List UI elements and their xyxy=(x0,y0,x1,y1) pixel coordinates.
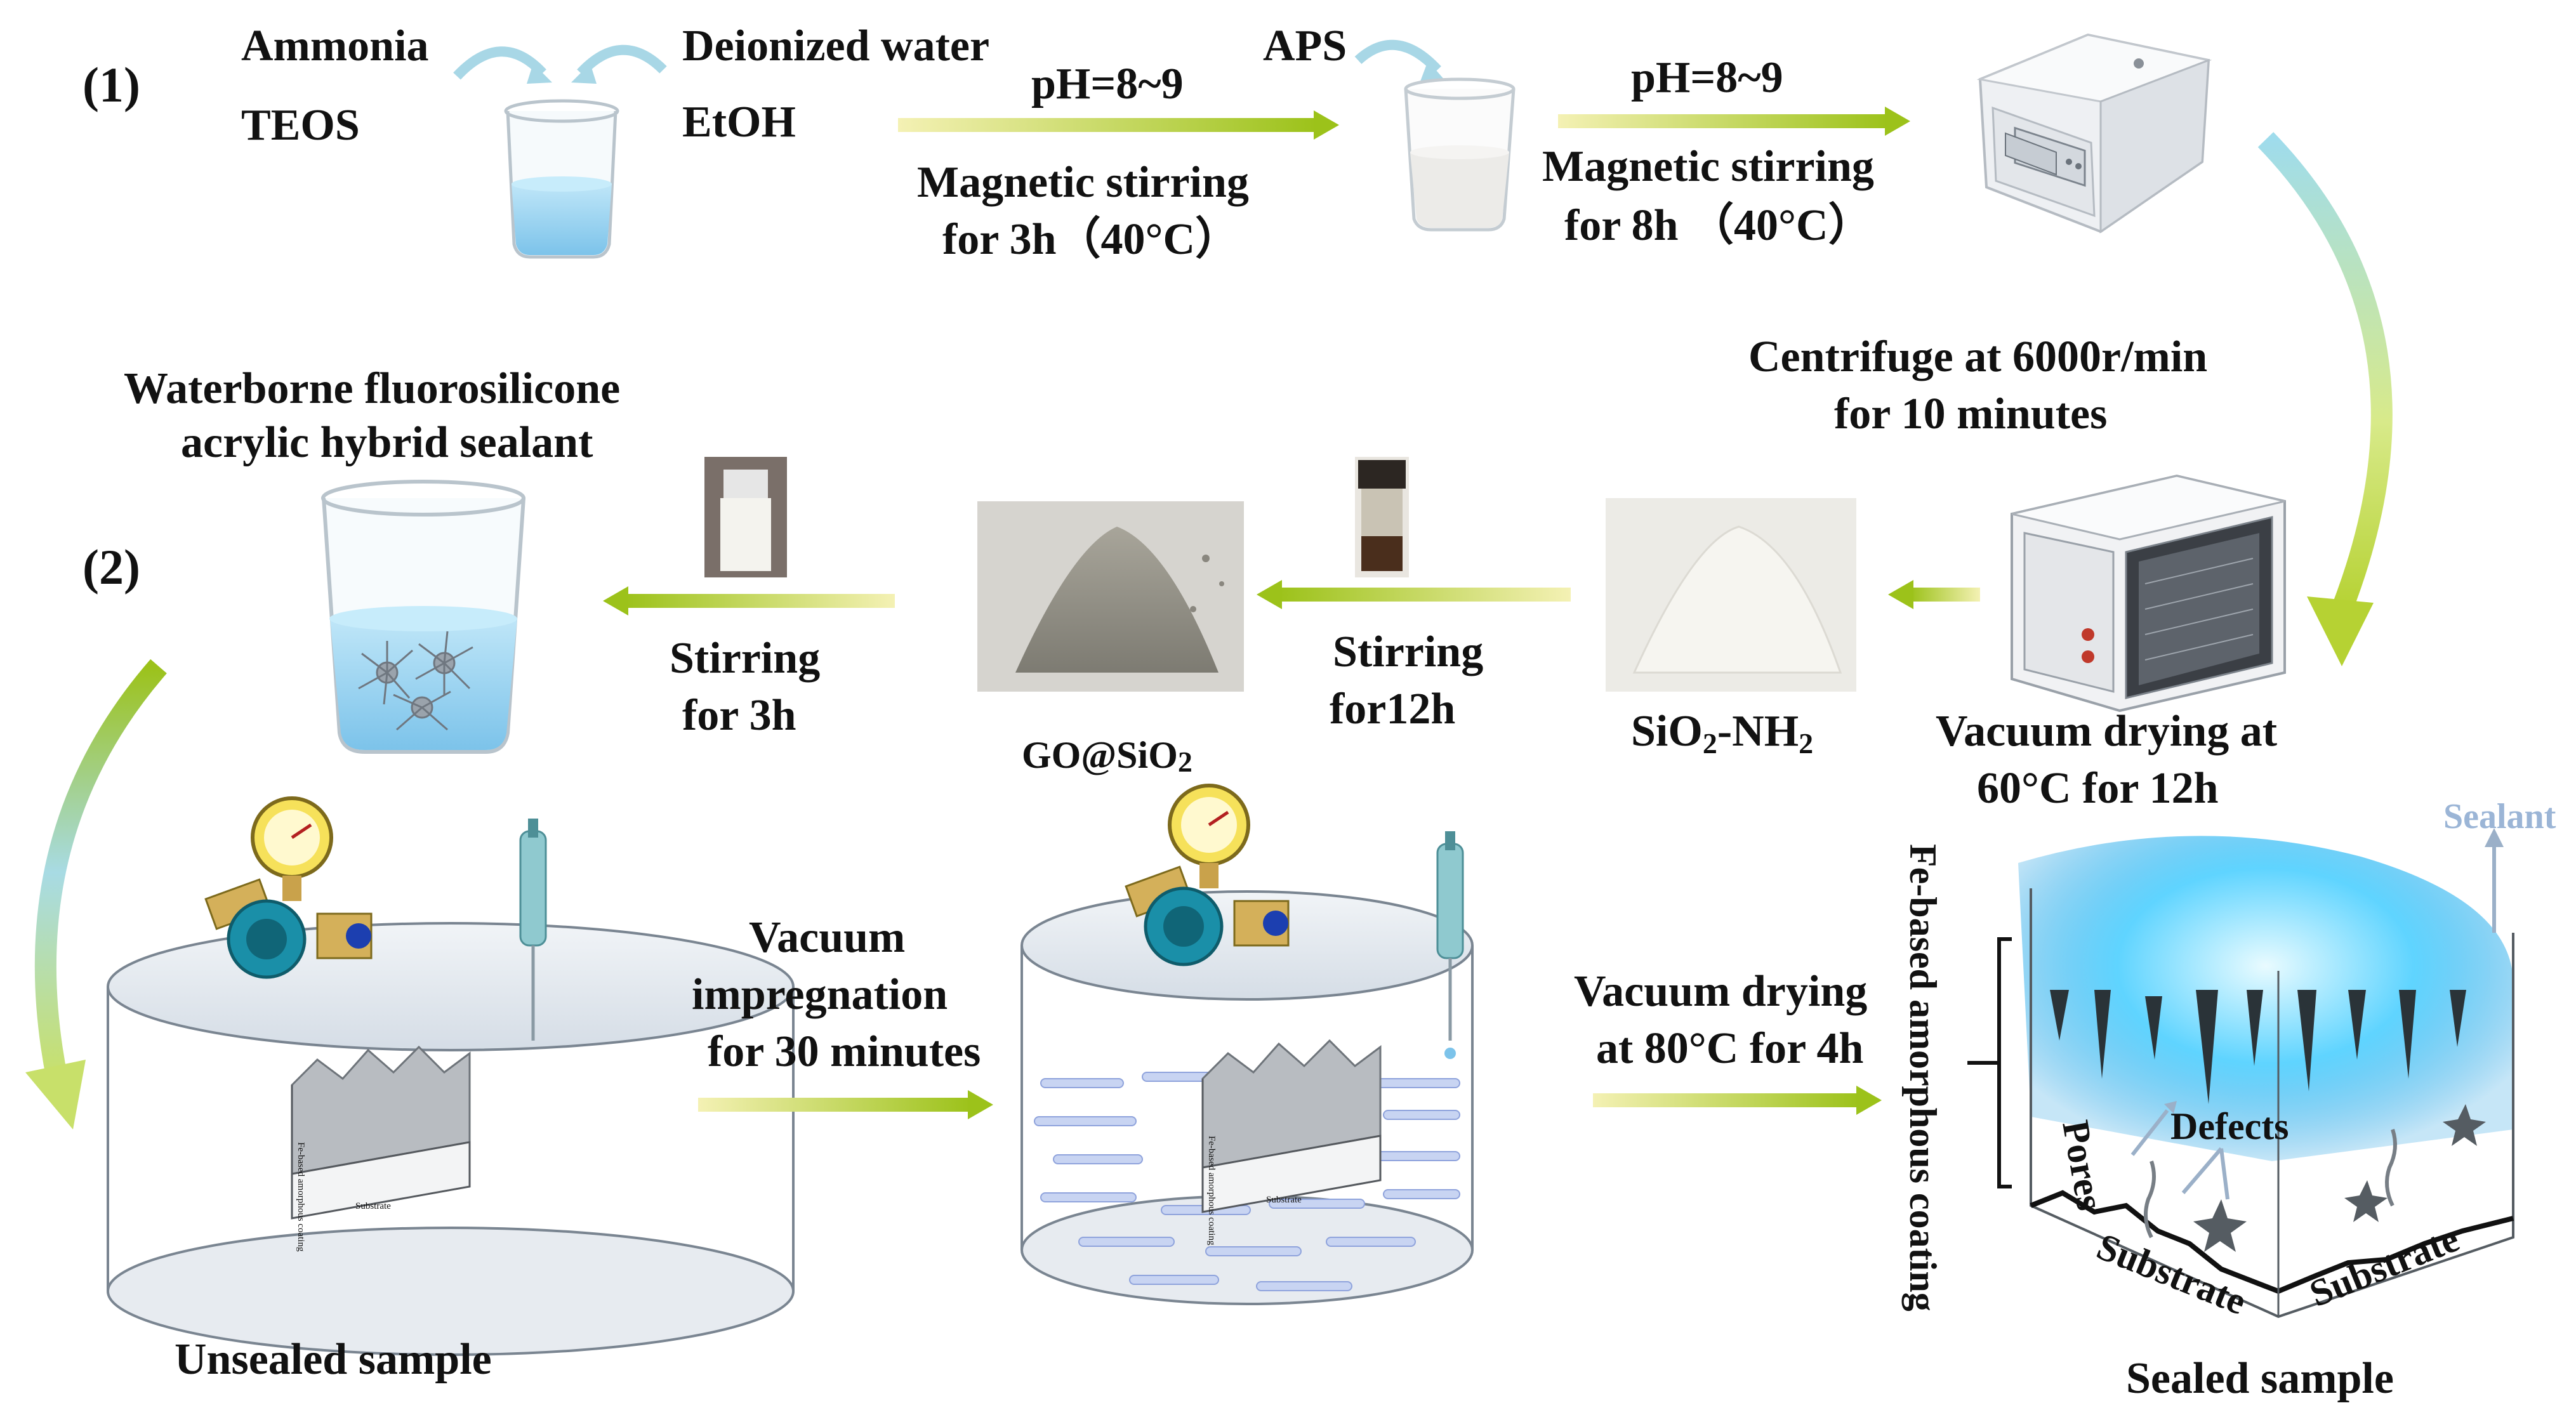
stir2-line2: for 8h （40°C） xyxy=(1564,201,1873,250)
mini-substrate-label-1: Substrate xyxy=(355,1201,391,1211)
vial-white-photo xyxy=(704,457,787,577)
sealed-sample-block xyxy=(2018,828,2514,1319)
coating-vertical-label: Fe-based amorphous coating xyxy=(1902,844,1944,1312)
vacimp-line3: for 30 minutes xyxy=(708,1027,981,1076)
go-sio2-powder-photo xyxy=(977,501,1244,692)
vacdry2-line2: at 80°C for 4h xyxy=(1596,1024,1863,1073)
go-sio2-text: GO@SiO xyxy=(1022,734,1178,776)
centrifuge-device xyxy=(1976,33,2212,234)
sealant-label: Sealant xyxy=(2443,797,2556,836)
ph-label-1: pH=8~9 xyxy=(1031,60,1184,109)
sio2-nh2-label: SiO2-NH2 xyxy=(1631,707,1813,760)
pores-label: Pores xyxy=(2054,1117,2111,1213)
sealant-title-line1: Waterborne fluorosilicone xyxy=(124,364,620,413)
aps-arrow xyxy=(1354,39,1446,81)
impregnation-vessel xyxy=(1020,890,1474,1305)
flow-arrow-5 xyxy=(1888,580,1980,609)
vacdry2-line1: Vacuum drying xyxy=(1574,967,1867,1016)
go-sio2-label: GO@SiO2 xyxy=(1022,734,1192,778)
pressure-gauge-2 xyxy=(1125,784,1290,966)
mini-coating-block-2: Fe-based amorphous coating Substrate xyxy=(1201,1039,1382,1246)
ph-label-2: pH=8~9 xyxy=(1631,53,1783,102)
right-curved-arrow xyxy=(2257,132,2393,666)
vacimp-line1: Vacuum xyxy=(749,913,905,962)
go-sio2-subscript: 2 xyxy=(1178,746,1192,778)
sio2-nh2-text-b: -NH xyxy=(1717,707,1799,756)
step-2-label: (2) xyxy=(83,539,140,595)
vacdry-line2: 60°C for 12h xyxy=(1977,764,2219,813)
reagent-arrows xyxy=(453,44,667,84)
sio2-nh2-text-a: SiO xyxy=(1631,707,1703,756)
beaker-2 xyxy=(1404,77,1516,232)
sealant-beaker xyxy=(321,480,525,754)
mini-substrate-label-2: Substrate xyxy=(1266,1195,1302,1205)
step-1-label: (1) xyxy=(83,57,140,112)
pipette-2 xyxy=(1436,831,1464,1059)
stir12-line1: Stirring xyxy=(1333,628,1483,676)
stir2-line1: Magnetic stirring xyxy=(1542,142,1874,191)
sio2-nh2-sub-2: 2 xyxy=(1799,727,1813,760)
substrate-label-right: Substrate xyxy=(2304,1217,2464,1315)
flow-arrow-3 xyxy=(603,586,895,615)
pipette-1 xyxy=(519,819,547,1041)
flow-arrow-2 xyxy=(1558,107,1910,136)
sealant-title-line2: acrylic hybrid sealant xyxy=(181,418,593,467)
pressure-gauge-1 xyxy=(204,796,373,979)
unsealed-vessel xyxy=(107,922,795,1356)
beaker-1 xyxy=(504,99,619,259)
flow-arrow-1 xyxy=(898,110,1339,140)
sio2-nh2-powder-photo xyxy=(1606,498,1856,692)
sio2-nh2-sub-1: 2 xyxy=(1703,727,1717,760)
coating-bracket xyxy=(1967,937,2012,1188)
mini-coating-label-1: Fe-based amorphous coating xyxy=(296,1142,306,1252)
sealed-label: Sealed sample xyxy=(2126,1354,2394,1403)
ammonia-label: Ammonia xyxy=(241,22,429,70)
aps-label: APS xyxy=(1263,22,1347,70)
vial-dark-photo xyxy=(1355,457,1409,577)
deionized-water-label: Deionized water xyxy=(682,22,989,70)
flow-arrow-6 xyxy=(698,1090,993,1119)
vacuum-oven xyxy=(2011,474,2286,713)
stir3-line2: for 3h xyxy=(682,691,796,740)
vacdry-line1: Vacuum drying at xyxy=(1936,707,2277,756)
mini-coating-block-1: Fe-based amorphous coating Substrate xyxy=(291,1045,471,1252)
mini-coating-label-2: Fe-based amorphous coating xyxy=(1206,1136,1217,1246)
left-curved-arrow xyxy=(25,659,167,1129)
stir1-line1: Magnetic stirring xyxy=(917,158,1249,207)
flow-arrow-4 xyxy=(1257,580,1571,609)
etoh-label: EtOH xyxy=(682,98,796,147)
defects-label: Defects xyxy=(2170,1105,2289,1147)
flow-arrow-7 xyxy=(1593,1086,1882,1115)
vacimp-line2: impregnation xyxy=(692,970,948,1019)
unsealed-label: Unsealed sample xyxy=(175,1335,492,1384)
stir1-line2: for 3h（40°C） xyxy=(942,214,1239,264)
stir12-line2: for12h xyxy=(1330,685,1455,734)
stir3-line1: Stirring xyxy=(670,634,820,683)
centrifuge-line1: Centrifuge at 6000r/min xyxy=(1748,332,2207,381)
centrifuge-line2: for 10 minutes xyxy=(1834,390,2107,438)
teos-label: TEOS xyxy=(241,101,360,150)
